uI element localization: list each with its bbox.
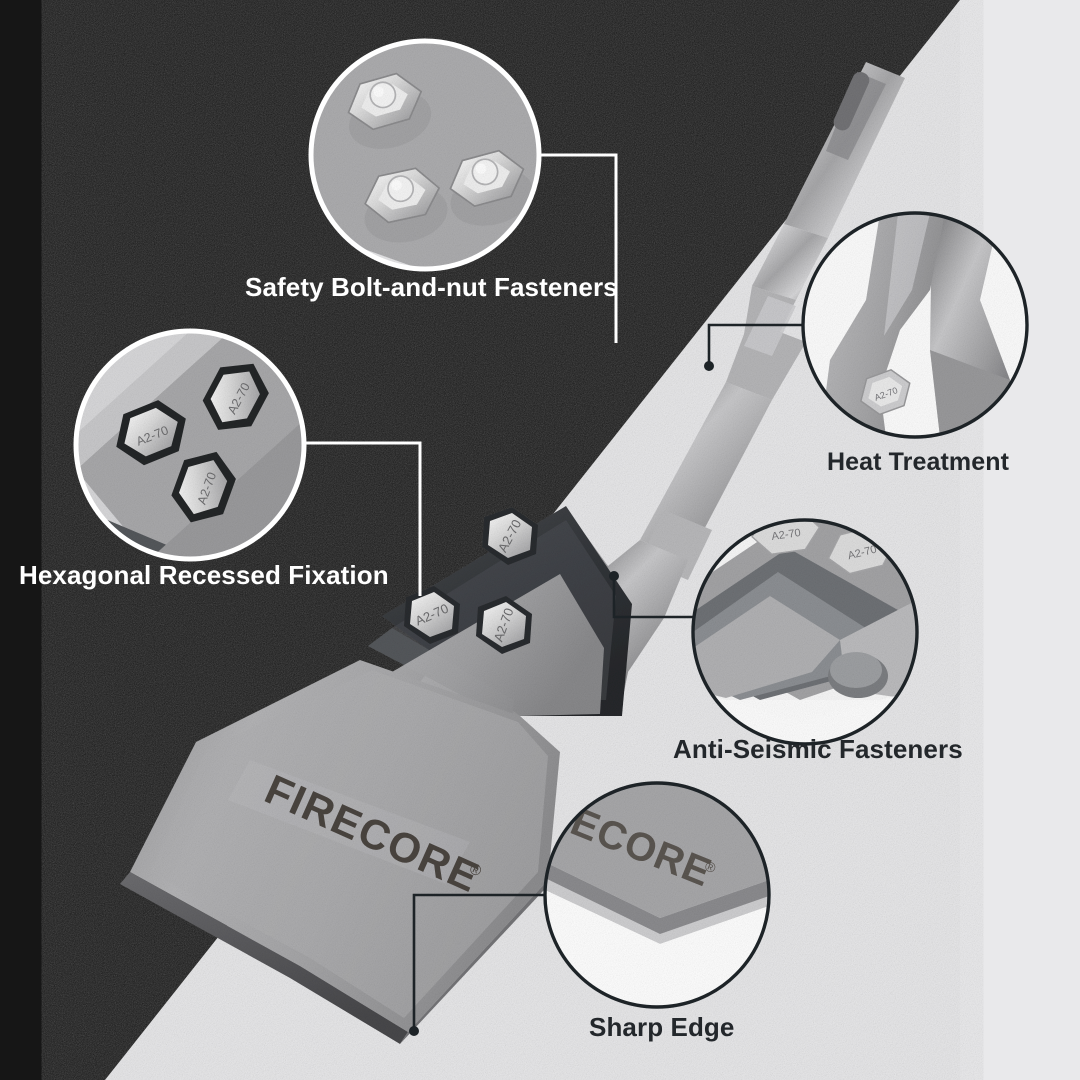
bolt-b: A2-70 xyxy=(404,586,460,644)
bolt-c: A2-70 xyxy=(476,596,532,654)
callout-ring-sharp xyxy=(543,781,771,1009)
bolt-a: A2-70 xyxy=(482,507,538,565)
callout-label-safety: Safety Bolt-and-nut Fasteners xyxy=(245,272,618,302)
leader-line-antiseismic xyxy=(612,578,693,619)
callout-circle-antiseismic: A2-70 A2-70 xyxy=(691,518,919,746)
callout-label-antiseismic: Anti-Seismic Fasteners xyxy=(673,734,963,764)
callout-circle-sharp: ECORE ® xyxy=(543,781,771,1009)
leader-line-hexagonal xyxy=(303,441,422,596)
svg-text:A2-70: A2-70 xyxy=(771,527,802,543)
leader-line-safety xyxy=(533,153,618,343)
callout-label-sharp: Sharp Edge xyxy=(589,1012,735,1042)
leader-line-heat xyxy=(707,323,803,364)
callout-ring-antiseismic xyxy=(691,518,919,746)
leader-dot-heat xyxy=(704,361,714,371)
leader-dot-sharp xyxy=(409,1026,419,1036)
leader-lines xyxy=(303,153,803,1036)
callout-circle-safety xyxy=(308,38,542,272)
callout-ring-safety xyxy=(308,38,542,272)
callout-circle-hexagonal: A2-70 A2-70 A2-70 xyxy=(73,328,307,562)
callout-label-heat: Heat Treatment xyxy=(827,448,1010,476)
leader-dot-antiseismic xyxy=(609,571,619,581)
callout-ring-heat xyxy=(801,211,1029,439)
callout-label-hexagonal: Hexagonal Recessed Fixation xyxy=(19,560,389,590)
leader-line-sharp xyxy=(412,893,546,1031)
callout-circle-heat: A2-70 xyxy=(801,211,1029,439)
blade-bevel xyxy=(120,872,408,1044)
callout-ring-hexagonal xyxy=(73,328,307,562)
